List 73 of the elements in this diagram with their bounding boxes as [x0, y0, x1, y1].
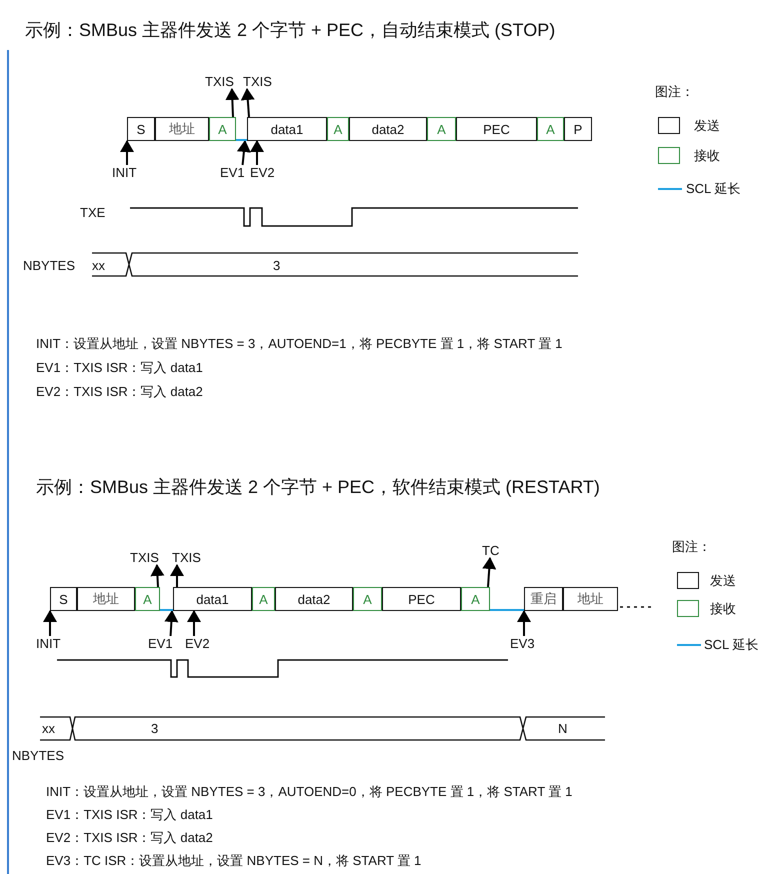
receive-field: A [353, 587, 382, 611]
scl-stretch-line [490, 609, 524, 611]
note-text: INIT：设置从地址，设置 NBYTES = 3，AUTOEND=1，将 PECBYTE 置 1，将 START 置 1 [36, 336, 562, 351]
event-label: INIT [36, 636, 61, 651]
arrow [187, 610, 201, 636]
event-label: EV3 [510, 636, 535, 651]
receive-field: A [461, 587, 490, 611]
arrow [517, 610, 531, 636]
arrow [170, 564, 184, 587]
send-field: P [564, 117, 592, 141]
note-text: EV3：TC ISR：设置从地址，设置 NBYTES = N，将 START 置 1 [46, 853, 422, 868]
send-field: 地址 [155, 117, 209, 141]
send-field: data2 [275, 587, 353, 611]
send-field: 地址 [77, 587, 135, 611]
bus-value: 3 [273, 258, 280, 273]
bus-value: 3 [151, 721, 158, 736]
send-field: 重启 [524, 587, 563, 611]
send-field: PEC [382, 587, 461, 611]
event-label: TXIS [205, 74, 234, 89]
send-field: S [127, 117, 155, 141]
legend-text: SCL 延长 [686, 181, 740, 196]
event-label: TC [482, 543, 500, 558]
send-field: data1 [247, 117, 327, 141]
receive-field: A [209, 117, 236, 141]
legend-heading: 图注： [655, 84, 694, 99]
scl-stretch-line [160, 609, 173, 611]
event-label: TXIS [130, 550, 159, 565]
receive-field: A [135, 587, 160, 611]
arrow [150, 564, 164, 588]
arrow [250, 140, 264, 165]
section-heading: 示例：SMBus 主器件发送 2 个字节 + PEC，自动结束模式 (STOP) [25, 19, 556, 41]
note-text: EV2：TXIS ISR：写入 data2 [46, 830, 213, 845]
receive-field: A [327, 117, 349, 141]
legend-text: 接收 [694, 148, 720, 163]
arrow [120, 140, 134, 165]
signal-name: NBYTES [12, 748, 64, 763]
event-label: EV1 [148, 636, 173, 651]
send-field: S [50, 587, 77, 611]
event-label: INIT [112, 165, 137, 180]
legend-text: 发送 [694, 118, 720, 133]
arrow [482, 557, 496, 588]
legend-heading: 图注： [672, 539, 711, 554]
note-text: EV2：TXIS ISR：写入 data2 [36, 384, 203, 399]
signal-name: NBYTES [23, 258, 76, 273]
send-field: PEC [456, 117, 537, 141]
send-field: data1 [173, 587, 252, 611]
arrow [240, 88, 255, 118]
event-label: EV1 [220, 165, 245, 180]
scl-stretch-line [236, 139, 247, 141]
signal-name: TXE [80, 205, 106, 220]
event-label: TXIS [243, 74, 272, 89]
arrow [236, 140, 251, 166]
bus-value: xx [92, 258, 105, 273]
send-field: 地址 [563, 587, 618, 611]
event-label: EV2 [185, 636, 210, 651]
bus-value: N [558, 721, 568, 736]
legend-text: 接收 [710, 601, 736, 616]
legend-text: SCL 延长 [704, 637, 758, 652]
receive-field: A [427, 117, 456, 141]
event-label: EV2 [250, 165, 275, 180]
send-field: data2 [349, 117, 427, 141]
note-text: EV1：TXIS ISR：写入 data1 [46, 807, 213, 822]
receive-field: A [252, 587, 275, 611]
bus-value: xx [42, 721, 55, 736]
section-heading: 示例：SMBus 主器件发送 2 个字节 + PEC，软件结束模式 (RESTART) [36, 476, 600, 498]
arrow [164, 610, 178, 636]
note-text: EV1：TXIS ISR：写入 data1 [36, 360, 203, 375]
note-text: INIT：设置从地址，设置 NBYTES = 3，AUTOEND=0，将 PECBYTE 置 1，将 START 置 1 [46, 784, 572, 799]
legend-text: 发送 [710, 573, 736, 588]
arrow [225, 88, 240, 118]
receive-field: A [537, 117, 564, 141]
arrow [43, 610, 57, 636]
event-label: TXIS [172, 550, 201, 565]
